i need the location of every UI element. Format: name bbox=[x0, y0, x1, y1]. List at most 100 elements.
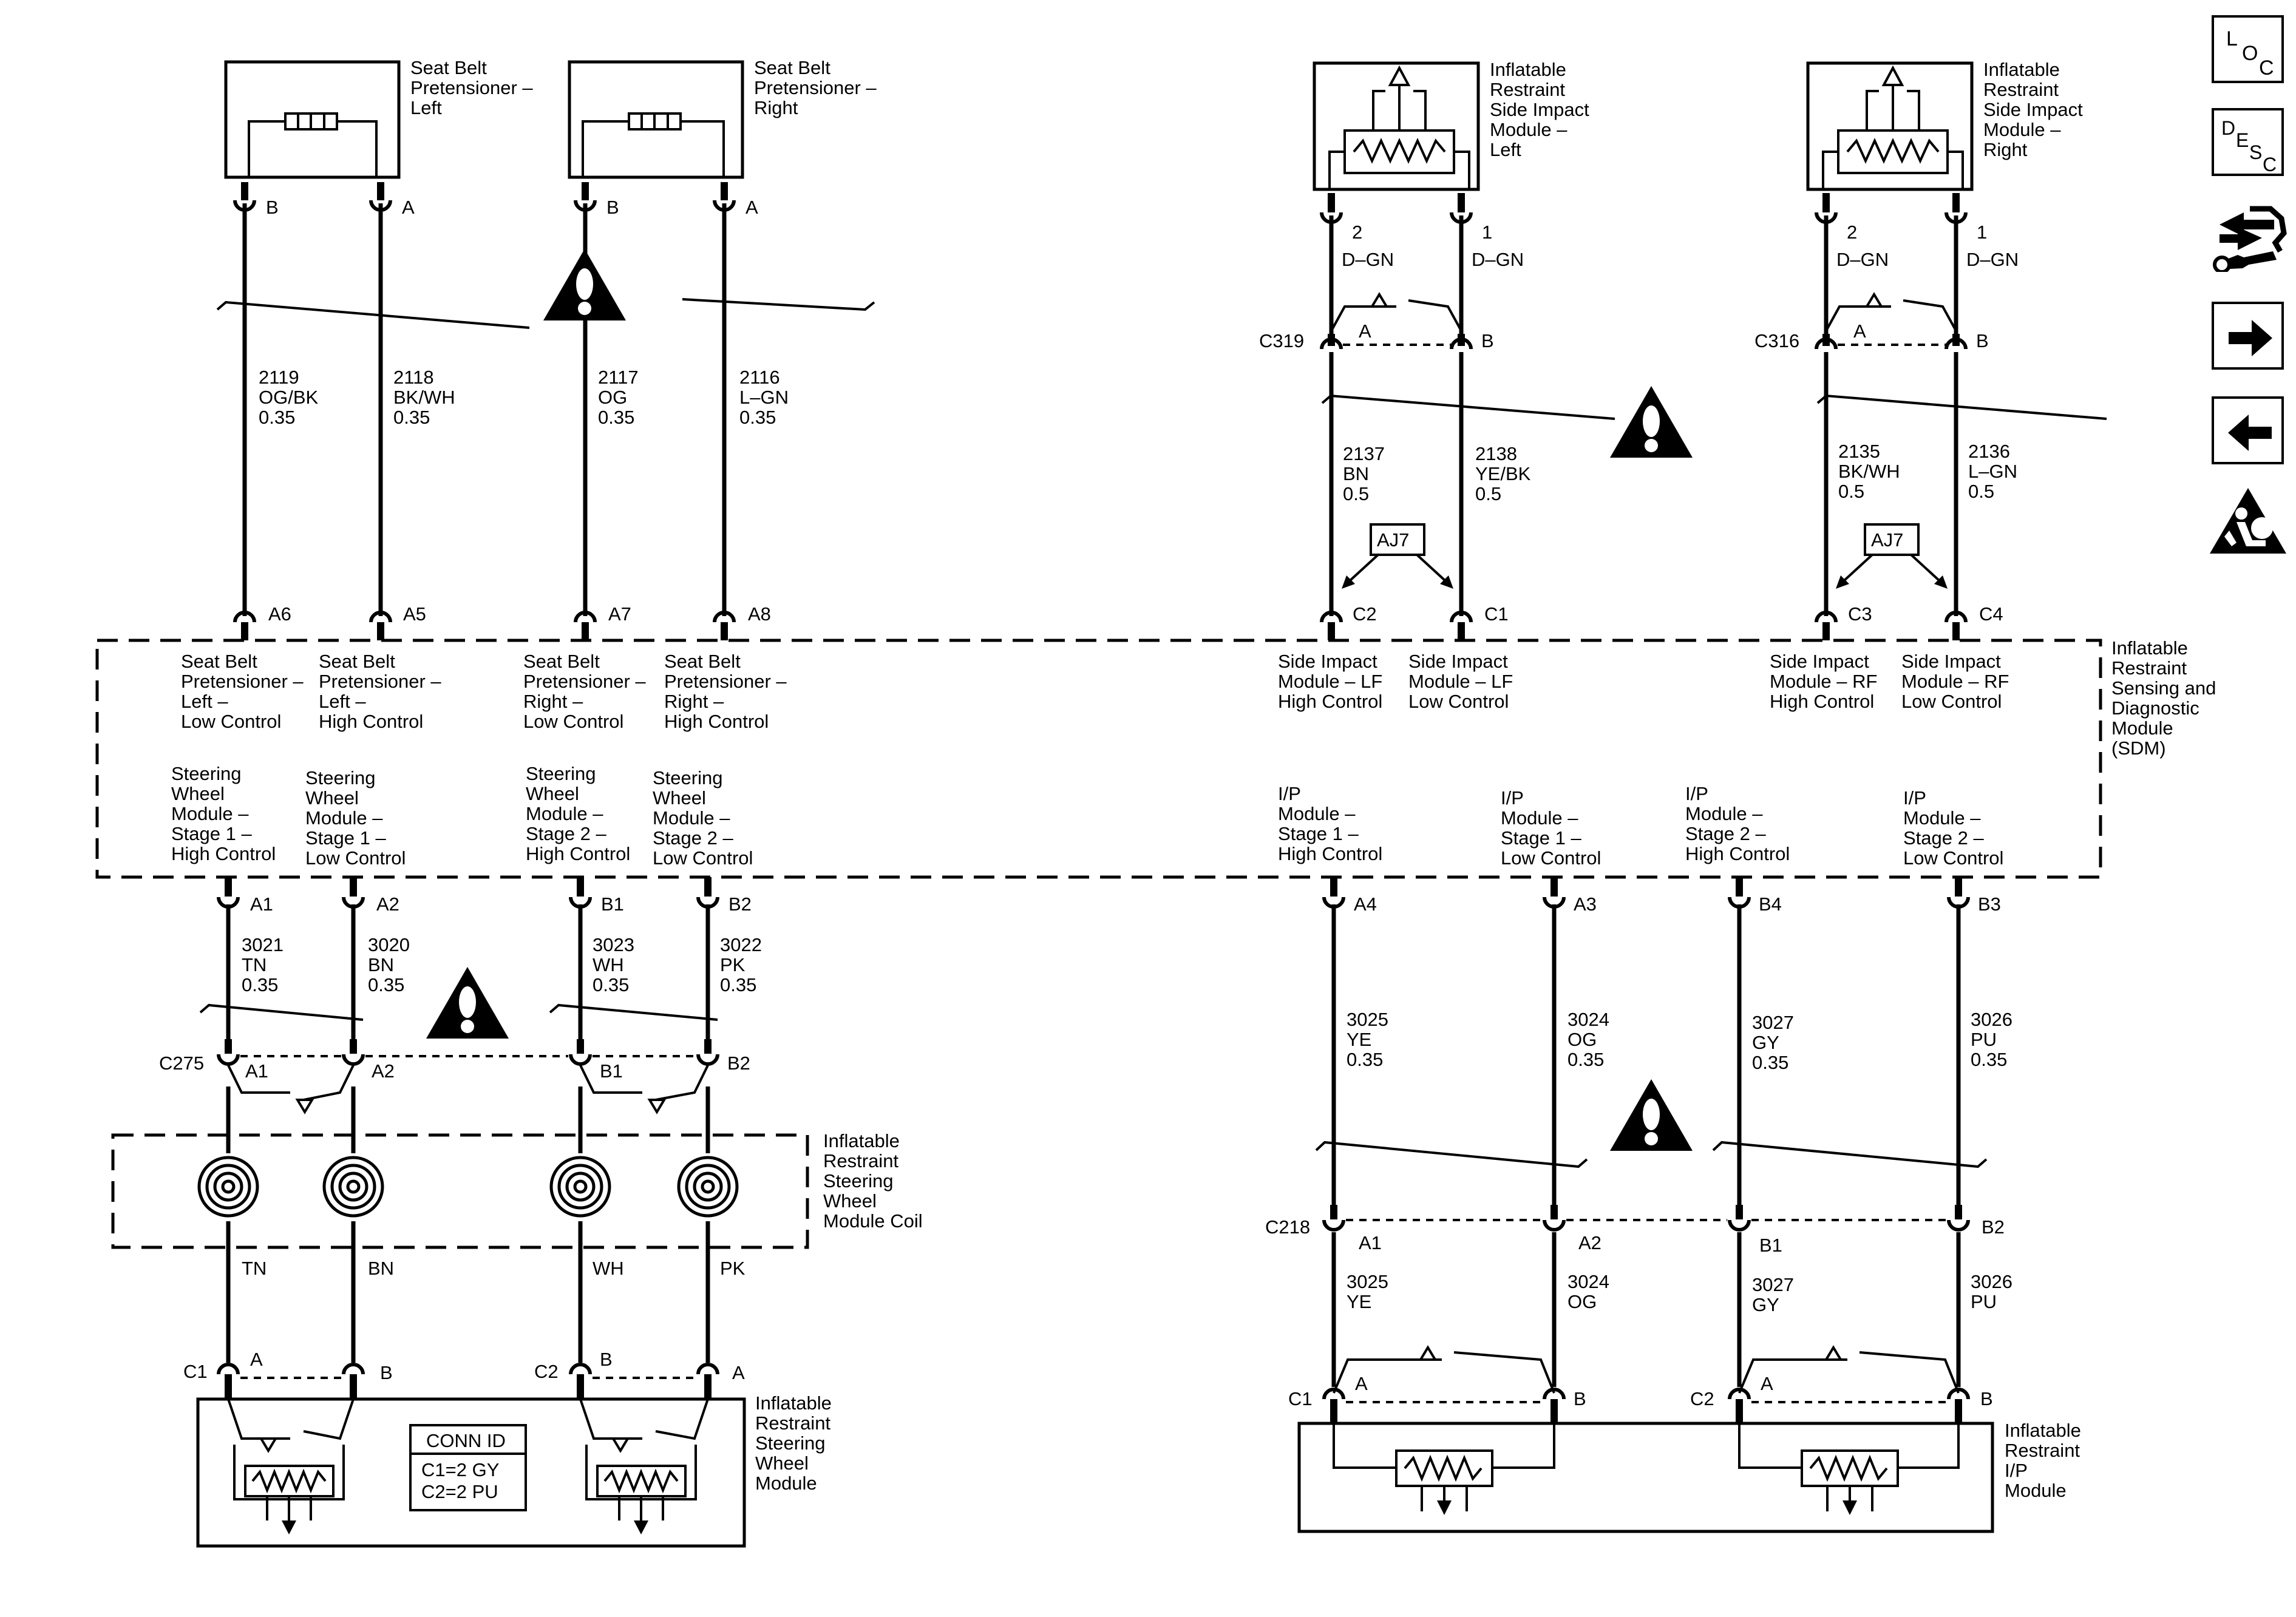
pin-label: B bbox=[1976, 330, 1989, 351]
seat-belt-pretensioner-left: Seat Belt Pretensioner – Left bbox=[224, 57, 533, 179]
connector-id-label: C319 bbox=[1259, 330, 1304, 351]
conn-id-line: C2=2 PU bbox=[421, 1481, 498, 1502]
svg-text:Module –: Module – bbox=[1903, 807, 1981, 829]
side-right-label-4: Module – bbox=[1983, 119, 2061, 140]
svg-text:3021: 3021 bbox=[242, 934, 284, 955]
pin-label: B bbox=[1574, 1388, 1586, 1409]
svg-text:Low Control: Low Control bbox=[523, 711, 623, 732]
svg-text:0.35: 0.35 bbox=[259, 407, 295, 428]
svg-text:High Control: High Control bbox=[1685, 843, 1790, 864]
svg-text:Wheel: Wheel bbox=[305, 787, 359, 808]
svg-text:Steering: Steering bbox=[305, 767, 375, 788]
svg-text:OG: OG bbox=[1567, 1029, 1597, 1050]
svg-text:Left –: Left – bbox=[319, 691, 366, 712]
svg-text:Wheel: Wheel bbox=[755, 1453, 809, 1474]
svg-text:Stage 2 –: Stage 2 – bbox=[526, 823, 606, 844]
svg-text:0.5: 0.5 bbox=[1475, 483, 1501, 504]
connector-id-label: C275 bbox=[159, 1053, 204, 1074]
svg-text:Seat Belt: Seat Belt bbox=[664, 651, 741, 672]
connector-id-label: C316 bbox=[1754, 330, 1799, 351]
airbag-warning-icon bbox=[2210, 488, 2286, 554]
connector-id-label: C2 bbox=[534, 1361, 559, 1382]
diagnostic-repair-icon bbox=[2213, 206, 2287, 272]
svg-text:I/P: I/P bbox=[1278, 783, 1301, 804]
previous-page-button[interactable] bbox=[2212, 396, 2284, 464]
svg-text:2116: 2116 bbox=[739, 367, 780, 388]
svg-text:3023: 3023 bbox=[593, 934, 634, 955]
svg-text:Stage 2 –: Stage 2 – bbox=[1903, 827, 1984, 849]
svg-text:Pretensioner –: Pretensioner – bbox=[523, 671, 646, 692]
svg-text:0.35: 0.35 bbox=[1347, 1049, 1383, 1070]
description-button[interactable]: D E S C bbox=[2212, 108, 2284, 176]
svg-text:Inflatable: Inflatable bbox=[823, 1130, 900, 1151]
pin-label: A bbox=[746, 197, 758, 218]
svg-text:2136: 2136 bbox=[1968, 441, 2010, 462]
svg-text:YE: YE bbox=[1347, 1029, 1371, 1050]
side-impact-module-right: Inflatable Restraint Side Impact Module … bbox=[1806, 59, 2083, 191]
sbp-left-label-1: Seat Belt bbox=[410, 57, 487, 78]
svg-text:Steering: Steering bbox=[823, 1170, 893, 1192]
svg-text:Steering: Steering bbox=[526, 763, 596, 784]
svg-text:Low Control: Low Control bbox=[653, 847, 753, 869]
svg-text:Inflatable: Inflatable bbox=[755, 1392, 832, 1414]
sdm-bottom-function-labels: Steering Wheel Module – Stage 1 – High C… bbox=[171, 763, 2003, 869]
svg-text:Stage 1 –: Stage 1 – bbox=[305, 827, 386, 849]
next-page-button[interactable] bbox=[2212, 302, 2284, 370]
svg-text:Module Coil: Module Coil bbox=[823, 1210, 923, 1232]
svg-text:Stage 1 –: Stage 1 – bbox=[171, 823, 252, 844]
connector-c275: C275 A1 A2 B1 B2 bbox=[159, 1039, 750, 1114]
svg-text:WH: WH bbox=[593, 954, 624, 975]
svg-text:C1: C1 bbox=[1484, 603, 1509, 625]
svg-text:TN: TN bbox=[242, 954, 267, 975]
svg-text:Restraint: Restraint bbox=[2005, 1440, 2080, 1461]
svg-text:I/P: I/P bbox=[1501, 787, 1524, 808]
svg-text:2117: 2117 bbox=[598, 367, 639, 388]
airbag-warning-button[interactable] bbox=[2207, 486, 2289, 557]
svg-text:I/P: I/P bbox=[2005, 1460, 2028, 1481]
pin-label: B bbox=[380, 1362, 393, 1383]
sbp-left-label-3: Left bbox=[410, 97, 442, 118]
side-left-label-1: Inflatable bbox=[1490, 59, 1566, 80]
connector-id-label: C218 bbox=[1265, 1216, 1310, 1238]
svg-text:C: C bbox=[2263, 154, 2277, 175]
svg-text:YE/BK: YE/BK bbox=[1475, 463, 1531, 484]
svg-text:Side Impact: Side Impact bbox=[1278, 651, 1377, 672]
twisted-pair-marker bbox=[549, 1003, 718, 1021]
svg-text:OG/BK: OG/BK bbox=[259, 387, 319, 408]
svg-text:0.35: 0.35 bbox=[739, 407, 776, 428]
svg-text:Wheel: Wheel bbox=[653, 787, 706, 808]
pin-label: B1 bbox=[600, 1060, 623, 1082]
lower-right-wire-labels: 3025 YE 0.35 3024 OG 0.35 3027 GY 0.35 3… bbox=[1347, 1009, 2012, 1073]
lower-left-wires bbox=[226, 904, 710, 1363]
svg-text:A2: A2 bbox=[376, 893, 399, 915]
svg-text:0.5: 0.5 bbox=[1968, 481, 1994, 502]
svg-text:B1: B1 bbox=[601, 893, 624, 915]
pin-label: B bbox=[1481, 330, 1494, 351]
pin-label: 1 bbox=[1977, 222, 1987, 243]
svg-text:OG: OG bbox=[1567, 1291, 1597, 1312]
svg-text:BK/WH: BK/WH bbox=[393, 387, 455, 408]
svg-text:C3: C3 bbox=[1848, 603, 1872, 625]
svg-text:A8: A8 bbox=[748, 603, 771, 625]
svg-text:Pretensioner –: Pretensioner – bbox=[664, 671, 787, 692]
side-left-label-3: Side Impact bbox=[1490, 99, 1589, 120]
svg-text:Right –: Right – bbox=[664, 691, 724, 712]
svg-text:Low Control: Low Control bbox=[305, 847, 406, 869]
svg-text:PU: PU bbox=[1971, 1291, 1997, 1312]
wire-color-label: D–GN bbox=[1966, 249, 2019, 270]
svg-text:B4: B4 bbox=[1759, 893, 1782, 915]
conn-id-title: CONN ID bbox=[426, 1430, 506, 1451]
svg-text:High Control: High Control bbox=[526, 843, 630, 864]
svg-text:Sensing and: Sensing and bbox=[2111, 677, 2216, 699]
svg-text:A1: A1 bbox=[250, 893, 273, 915]
svg-text:GY: GY bbox=[1752, 1294, 1779, 1315]
svg-text:Low Control: Low Control bbox=[1901, 691, 2002, 712]
svg-text:C2: C2 bbox=[1353, 603, 1377, 625]
diagnostic-repair-button[interactable] bbox=[2207, 200, 2289, 272]
component-locator-button[interactable]: L O C bbox=[2212, 15, 2284, 83]
coil-wire-colors: TN BN WH PK bbox=[242, 1258, 746, 1279]
svg-text:Low Control: Low Control bbox=[1903, 847, 2003, 869]
side-right-label-1: Inflatable bbox=[1983, 59, 2060, 80]
svg-text:3020: 3020 bbox=[368, 934, 410, 955]
pin-label: A bbox=[250, 1349, 263, 1370]
